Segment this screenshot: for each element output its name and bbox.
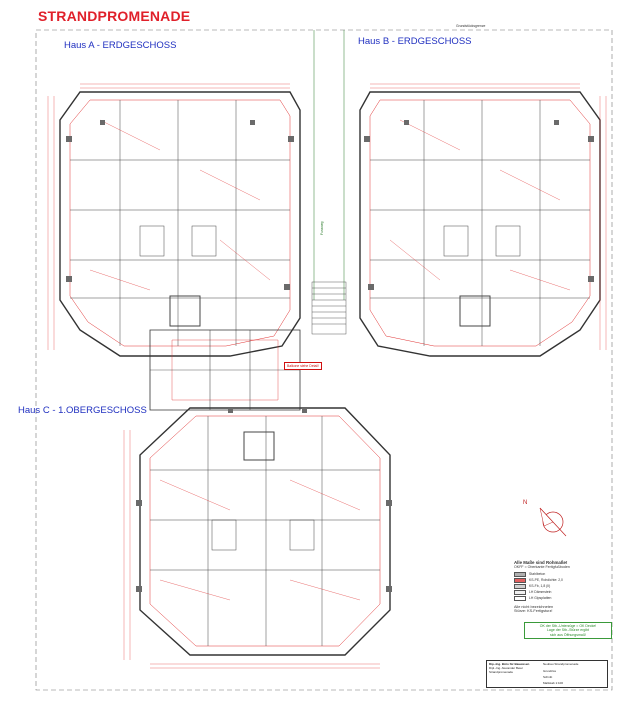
ramp xyxy=(311,281,347,335)
haus-b-plan xyxy=(359,83,607,357)
legend-swatch xyxy=(514,595,526,601)
north-letter: N xyxy=(523,500,528,506)
titleblock-site: Strandpromenade xyxy=(489,670,514,674)
legend-item: KS-Fb, 1,8 (II) xyxy=(514,583,606,589)
north-arrow-icon xyxy=(539,507,567,537)
haus-a-label: Haus A - ERDGESCHOSS xyxy=(64,40,177,51)
legend-swatch xyxy=(514,571,526,577)
titleblock-office: Dip.-Ing. Büro für Bauwesen xyxy=(489,662,530,666)
legend: Alle Maße sind Rohmaße! OKFF = Oberkante… xyxy=(514,560,606,638)
legend-swatch xyxy=(514,583,526,589)
footpath xyxy=(313,30,345,300)
legend-label: LH Gipsplatten xyxy=(529,596,552,600)
green-note-line: OK der Stb.-Unterzüge = OK Decke! xyxy=(539,624,597,628)
green-note-line: sich aus Öffnungsmaß! xyxy=(550,632,586,637)
titleblock-project: Neubau Strandpromenade xyxy=(543,662,579,666)
legend-label: LH Dämmstein xyxy=(529,590,552,594)
green-structural-note: OK der Stb.-Unterzüge = OK Decke! Lage d… xyxy=(524,622,612,639)
green-note-line: Lage der Stb.-Stürze ergibt xyxy=(546,628,590,633)
legend-item: KS-PE, Rohdichte: 2,0 xyxy=(514,577,606,583)
haus-c-plan xyxy=(123,407,392,669)
balcony-note: Balkone siehe Detail! xyxy=(284,362,322,370)
legend-item: LH Dämmstein xyxy=(514,589,606,595)
legend-item: Stahlbeton xyxy=(514,571,606,577)
legend-label: Stahlbeton xyxy=(529,572,546,576)
titleblock-plan-type: Grundriss xyxy=(543,669,557,673)
titleblock-scale: Maßstab 1:100 xyxy=(543,681,564,685)
property-boundary xyxy=(35,29,613,691)
legend-heading: Alle Maße sind Rohmaße! xyxy=(514,560,568,565)
legend-swatch xyxy=(514,589,526,595)
drawing-title: STRANDPROMENADE xyxy=(38,8,191,24)
legend-label: KS-Fb, 1,8 (II) xyxy=(529,584,551,588)
legend-item: LH Gipsplatten xyxy=(514,595,606,601)
footpath-label: Fussweg xyxy=(320,221,324,235)
haus-c-label: Haus C - 1.OBERGESCHOSS xyxy=(18,405,147,416)
legend-label: KS-PE, Rohdichte: 2,0 xyxy=(529,578,563,582)
title-block: Dip.-Ing. Büro für Bauwesen Dipl.-Ing. A… xyxy=(486,660,608,688)
legend-note-1: Alle nicht bezeichneten xyxy=(514,605,554,609)
boundary-label-top: Grundstücksgrenze xyxy=(456,24,486,28)
titleblock-engineer: Dipl.-Ing. Alexander Beier xyxy=(489,666,524,670)
haus-a-plan xyxy=(47,83,301,357)
legend-swatch xyxy=(514,577,526,583)
haus-b-label: Haus B - ERDGESCHOSS xyxy=(358,36,472,47)
legend-note-2: Stürze: KS-Fertigsturz! xyxy=(514,609,553,613)
legend-okff: OKFF = Oberkante Fertigfußboden xyxy=(514,565,570,569)
titleblock-section: Schnitt xyxy=(543,675,553,679)
stair-connector xyxy=(149,329,301,411)
